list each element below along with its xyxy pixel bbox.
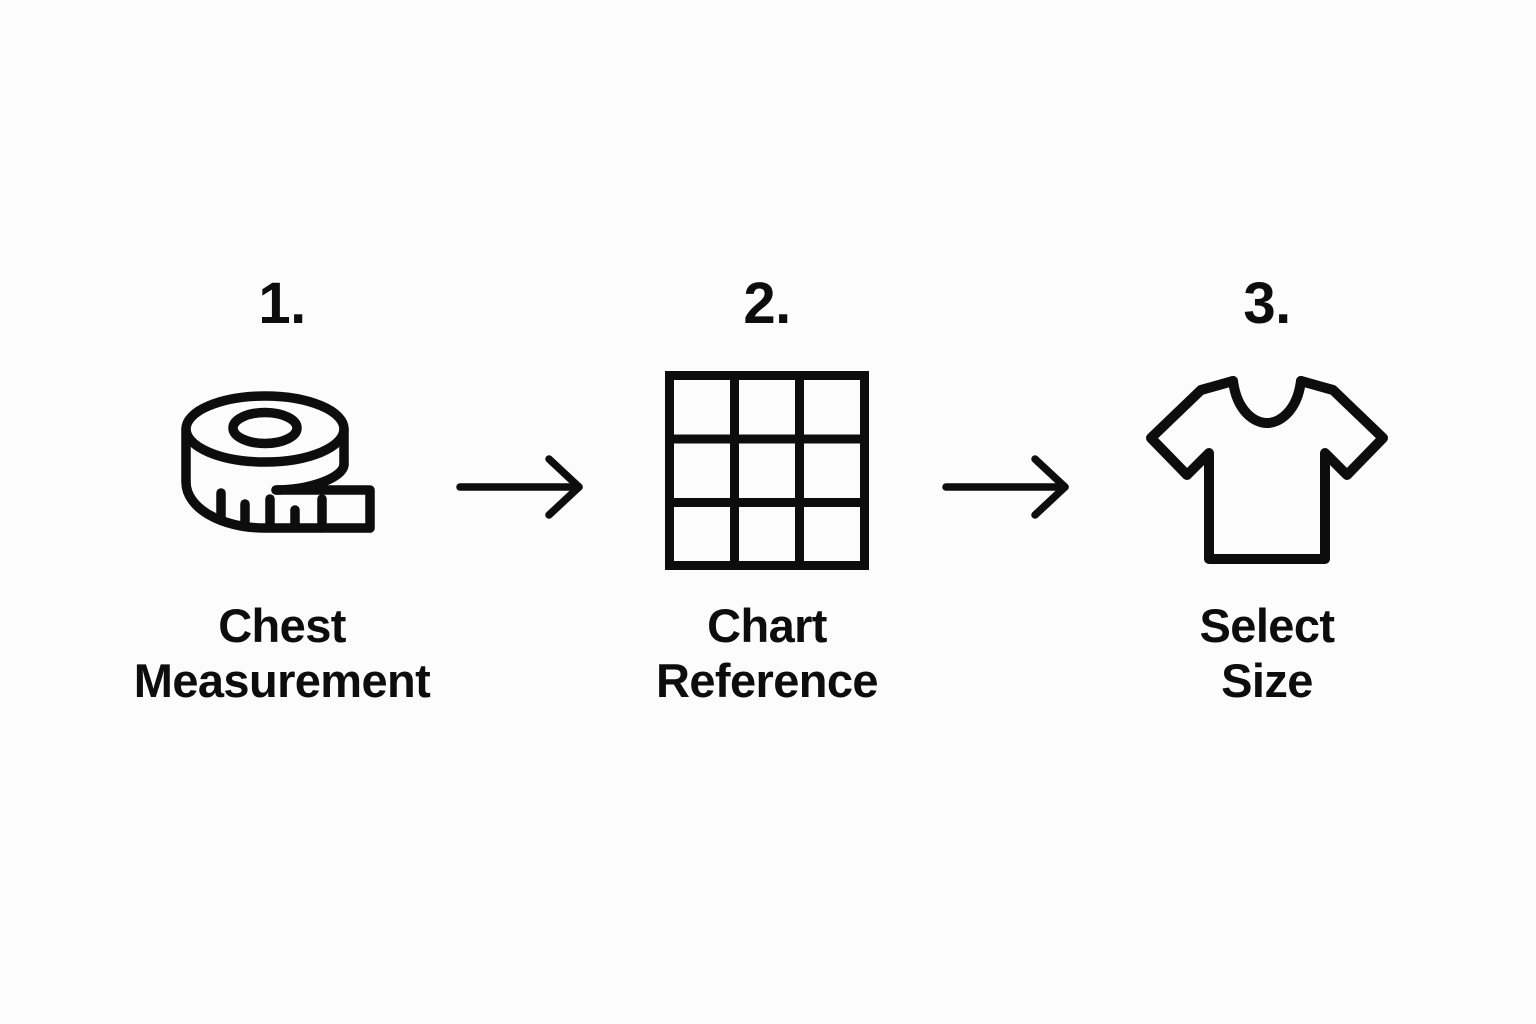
step-2-chart-reference: 2. Chart Reference (557, 275, 977, 709)
t-shirt-icon (1145, 370, 1389, 570)
step-3-select-size: 3. Select Size (1057, 275, 1477, 709)
size-chart-grid-icon (665, 370, 869, 570)
connector-arrow-2 (938, 452, 1078, 522)
step-2-number: 2. (743, 271, 791, 336)
step-1-icon-slot (72, 345, 492, 595)
step-1-number: 1. (258, 271, 306, 336)
step-1-chest-measurement: 1. (72, 275, 492, 709)
step-3-number: 3. (1243, 271, 1291, 336)
step-1-label: Chest Measurement (133, 599, 431, 707)
step-2-label: Chart Reference (656, 599, 878, 707)
connector-arrow-1 (452, 452, 592, 522)
step-2-icon-slot (557, 345, 977, 595)
step-3-icon-slot (1057, 345, 1477, 595)
step-3-label: Select Size (1199, 599, 1335, 707)
arrow-right-icon (452, 452, 592, 522)
arrow-right-icon (938, 452, 1078, 522)
measuring-tape-icon (177, 390, 387, 550)
